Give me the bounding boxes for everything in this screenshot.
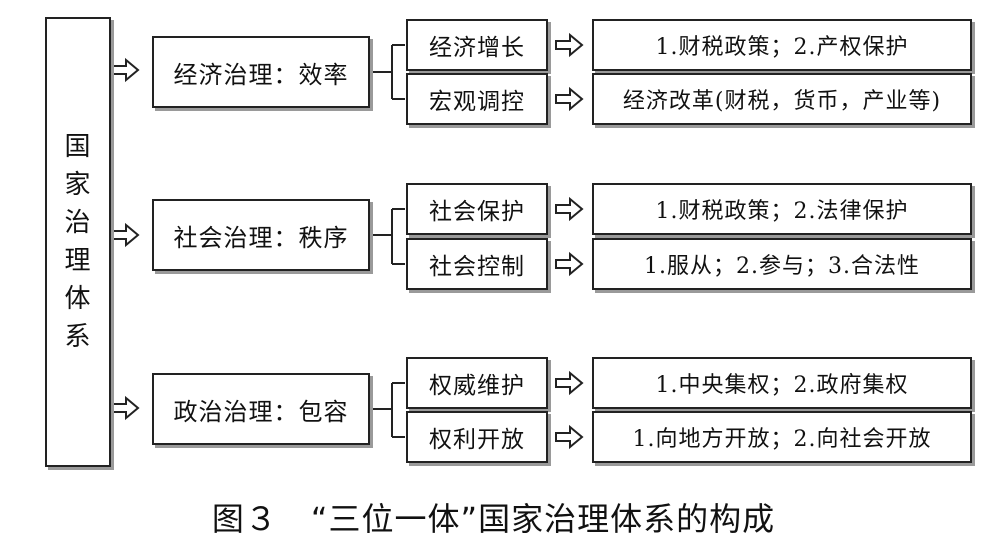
detail-label: 1.财税政策；2.产权保护 (655, 35, 909, 60)
bracket-politics (370, 382, 405, 438)
root-char: 治 (64, 208, 92, 238)
arrow-l3-1 (555, 34, 583, 56)
arrow-root-economy (111, 59, 139, 81)
sub-node: 社会控制 (406, 238, 548, 290)
sub-node: 经济增长 (406, 19, 548, 71)
arrow-root-politics (111, 397, 139, 419)
branch-politics: 政治治理：包容 (152, 373, 370, 445)
arrow-root-society (111, 224, 139, 246)
detail-label: 经济改革(财税，货币，产业等) (622, 89, 942, 114)
detail-label: 1.服从；2.参与；3.合法性 (644, 254, 920, 279)
branch-economy: 经济治理：效率 (152, 36, 370, 108)
sub-label: 经济增长 (429, 35, 525, 61)
root-char: 体 (64, 284, 92, 314)
arrow-l3-5 (555, 372, 583, 394)
sub-node: 社会保护 (406, 183, 548, 235)
detail-label: 1.财税政策；2.法律保护 (655, 199, 909, 224)
branch-label: 经济治理：效率 (173, 60, 349, 89)
sub-label: 权利开放 (429, 427, 525, 453)
arrow-l3-4 (555, 253, 583, 275)
detail-label: 1.中央集权；2.政府集权 (655, 373, 909, 398)
sub-label: 社会控制 (429, 254, 525, 280)
detail-node: 1.财税政策；2.产权保护 (592, 19, 972, 71)
root-char: 家 (64, 170, 92, 200)
detail-node: 1.财税政策；2.法律保护 (592, 183, 972, 235)
figure-caption: 图３ “三位一体”国家治理体系的构成 (211, 500, 776, 538)
sub-label: 社会保护 (429, 199, 525, 225)
detail-node: 经济改革(财税，货币，产业等) (592, 73, 972, 125)
root-char: 系 (64, 322, 92, 352)
root-char: 国 (64, 132, 92, 162)
sub-node: 权利开放 (406, 411, 548, 463)
root-node: 国 家 治 理 体 系 (45, 17, 111, 467)
sub-label: 宏观调控 (429, 89, 525, 115)
arrow-l3-2 (555, 88, 583, 110)
bracket-society (370, 208, 405, 265)
bracket-economy (370, 44, 405, 100)
detail-label: 1.向地方开放；2.向社会开放 (632, 427, 932, 452)
sub-node: 宏观调控 (406, 73, 548, 125)
detail-node: 1.服从；2.参与；3.合法性 (592, 238, 972, 290)
branch-society: 社会治理：秩序 (152, 199, 370, 271)
arrow-l3-3 (555, 198, 583, 220)
branch-label: 社会治理：秩序 (173, 223, 349, 252)
branch-label: 政治治理：包容 (173, 397, 349, 426)
sub-node: 权威维护 (406, 357, 548, 409)
arrow-l3-6 (555, 426, 583, 448)
detail-node: 1.向地方开放；2.向社会开放 (592, 411, 972, 463)
detail-node: 1.中央集权；2.政府集权 (592, 357, 972, 409)
root-char: 理 (64, 246, 92, 276)
sub-label: 权威维护 (429, 373, 525, 399)
